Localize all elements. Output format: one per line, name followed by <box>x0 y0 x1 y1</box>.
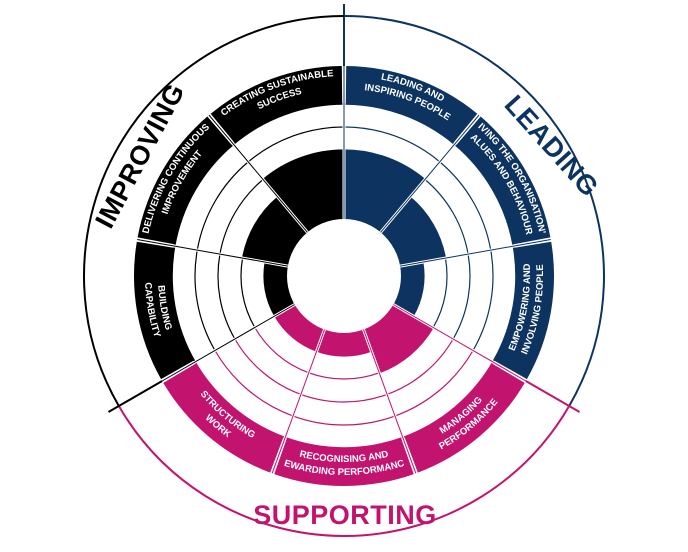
ring-arc <box>343 172 411 198</box>
label-band-1 <box>345 66 478 144</box>
level-fill-4 <box>363 304 434 373</box>
spoke-line <box>208 114 308 233</box>
spoke-line <box>380 114 480 233</box>
label-band-4 <box>404 363 525 473</box>
label-band-8 <box>137 116 233 245</box>
ring-arc <box>194 361 286 439</box>
ring-arc <box>232 103 345 145</box>
label-band-9 <box>210 66 343 144</box>
cluster-divider <box>525 380 581 413</box>
level-fill-6 <box>274 304 325 352</box>
ring-arc <box>412 262 425 317</box>
ring-arc <box>254 327 309 374</box>
ring-arc <box>240 258 256 328</box>
ring-arc <box>300 393 388 403</box>
label-band-6 <box>163 363 284 473</box>
label-band-5 <box>274 438 414 487</box>
ring-arc <box>241 196 279 259</box>
ring-arc <box>409 196 447 259</box>
ring-arc <box>196 161 249 251</box>
ring-arc <box>247 126 345 163</box>
ring-arc <box>263 262 276 317</box>
ring-arc <box>262 149 345 180</box>
ring-arc <box>386 338 454 395</box>
spoke-line <box>400 239 551 267</box>
ring-lines <box>171 103 517 449</box>
label-band-7 <box>134 241 195 380</box>
spoke-line <box>137 239 288 267</box>
segment-label-5-line-1: RECOGNISING AND <box>298 449 389 465</box>
outer-rim-leading <box>343 15 605 407</box>
outer-ring <box>83 4 605 537</box>
level-fill-1 <box>344 150 425 233</box>
cluster-label-supporting: SUPPORTING <box>253 500 437 530</box>
ring-arc <box>439 161 492 251</box>
ring-arc <box>292 415 396 426</box>
ring-arc <box>454 143 515 247</box>
spoke-line <box>271 329 325 474</box>
outer-rim-improving <box>83 15 345 407</box>
ring-arc <box>214 350 294 417</box>
core <box>287 219 401 333</box>
ring-arc <box>379 327 434 374</box>
ring-arc <box>343 103 456 145</box>
outer-rim-supporting <box>117 405 571 537</box>
ring-arc <box>308 372 380 380</box>
ring-arc <box>316 350 372 357</box>
ring-arc <box>452 254 471 340</box>
level-fill-9 <box>263 150 344 233</box>
ring-arc <box>432 258 448 328</box>
spoke-lines <box>136 66 552 474</box>
ring-arc <box>217 254 236 340</box>
ring-arc <box>472 250 494 351</box>
level-fill-5 <box>316 329 372 356</box>
ring-arc <box>284 436 404 449</box>
ring-arc <box>402 361 494 439</box>
spoke-line <box>161 304 295 382</box>
ring-arc <box>194 250 216 351</box>
ring-arc <box>234 338 302 395</box>
ring-arc <box>424 179 469 255</box>
ring-arc <box>343 126 441 163</box>
ring-arc <box>292 195 345 216</box>
ring-arc <box>173 143 234 247</box>
ring-arc <box>492 245 517 363</box>
ring-arc <box>343 149 426 180</box>
spoke-line <box>363 329 417 474</box>
ring-arc <box>274 315 317 352</box>
cluster-divider <box>107 380 163 413</box>
ring-arc <box>277 172 345 198</box>
level-fills <box>242 150 446 373</box>
label-band-2 <box>455 116 551 245</box>
ring-arc <box>394 350 474 417</box>
label-band-fills <box>134 66 554 487</box>
ring-arc <box>395 214 424 263</box>
ring-arc <box>371 315 414 352</box>
spoke-line <box>393 304 527 382</box>
ring-arc <box>264 214 293 263</box>
label-band-3 <box>493 241 554 380</box>
ring-arc <box>343 195 396 216</box>
ring-arc <box>171 245 196 363</box>
ring-arc <box>219 179 264 255</box>
